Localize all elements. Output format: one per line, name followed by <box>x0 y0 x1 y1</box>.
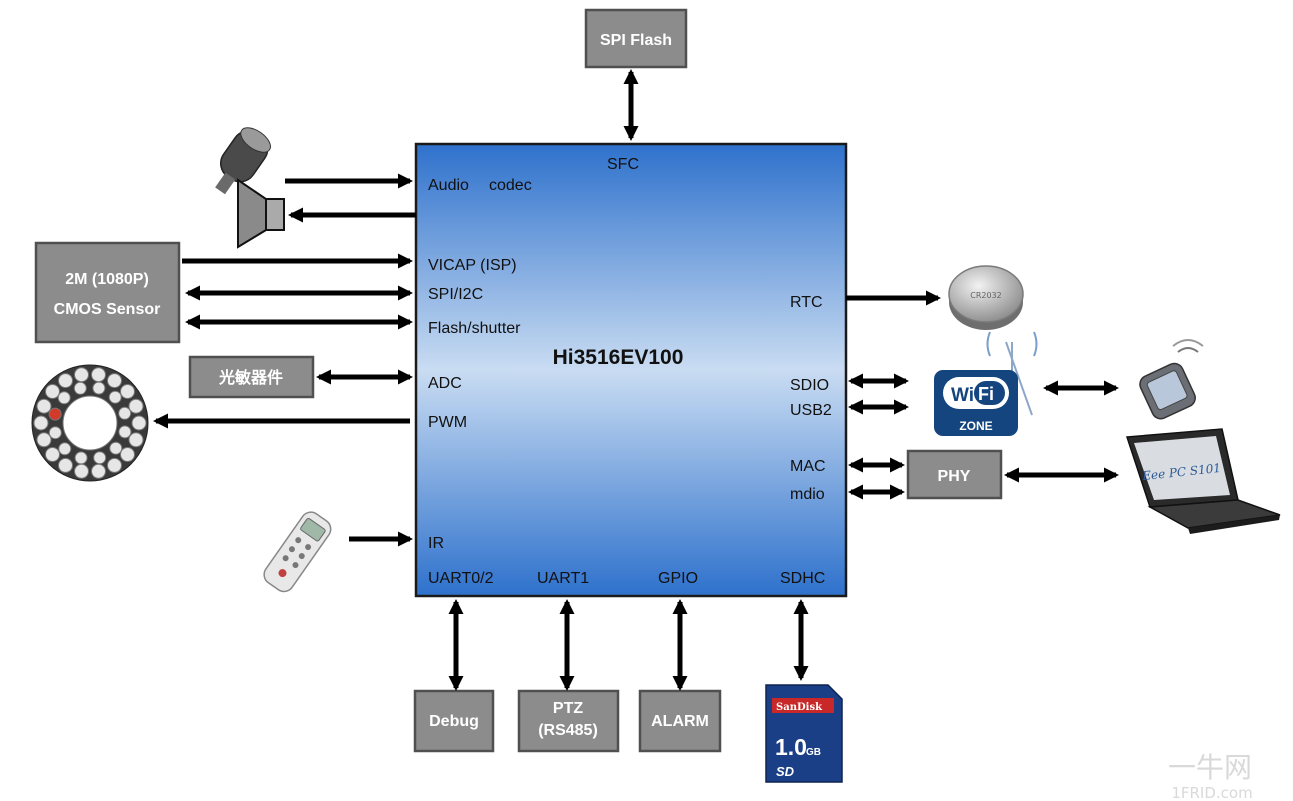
sensor-label-line2: CMOS Sensor <box>54 301 161 318</box>
port-adc: ADC <box>428 375 462 392</box>
ir-led <box>108 390 122 404</box>
alarm-label: ALARM <box>651 713 709 730</box>
battery-text: CR2032 <box>970 291 1002 300</box>
microphone-icon <box>215 127 271 195</box>
port-flash-shutter: Flash/shutter <box>428 320 521 337</box>
alarm-block: ALARM <box>638 689 722 753</box>
sensor-label-line1: 2M (1080P) <box>65 271 149 288</box>
port-pwm: PWM <box>428 414 467 431</box>
port-vicap: VICAP (ISP) <box>428 257 517 274</box>
sd-unit-text: GB <box>806 747 821 758</box>
speaker-icon <box>237 178 285 249</box>
ir-led <box>74 451 88 465</box>
port-gpio: GPIO <box>658 570 698 587</box>
photo-sensor-label: 光敏器件 <box>218 368 283 387</box>
port-uart1: UART1 <box>537 570 589 587</box>
wifi-zone-icon: Wi Fi ZONE <box>934 331 1038 436</box>
ir-led <box>45 447 60 462</box>
ir-led <box>128 398 144 414</box>
ir-led <box>92 381 106 395</box>
soc-chip <box>414 142 848 598</box>
ir-led <box>73 381 87 395</box>
ir-led <box>58 373 73 389</box>
debug-label: Debug <box>429 713 479 730</box>
debug-block: Debug <box>413 689 495 753</box>
ir-led <box>58 442 72 456</box>
ir-led <box>118 406 132 420</box>
photo-sensor-block: 光敏器件 <box>188 355 315 399</box>
wifi-wi-text: Wi <box>951 385 974 406</box>
ir-led <box>74 463 89 479</box>
ir-led <box>120 384 135 399</box>
port-ir: IR <box>428 535 444 552</box>
spi-flash-label: SPI Flash <box>600 32 672 49</box>
port-usb2: USB2 <box>790 402 832 419</box>
watermark-line2: 1FRID.com <box>1171 784 1252 801</box>
wifi-zone-text: ZONE <box>959 419 992 433</box>
ptz-label-line2: (RS485) <box>538 722 598 739</box>
ir-led-ring-icon <box>31 364 149 482</box>
port-spi-i2c: SPI/I2C <box>428 286 483 303</box>
watermark-line1: 一牛网 <box>1168 751 1252 784</box>
ir-led <box>36 398 52 414</box>
remote-control-icon <box>263 511 332 593</box>
ptz-block: PTZ (RS485) <box>517 689 620 753</box>
phy-label: PHY <box>938 468 971 485</box>
ir-led <box>33 415 49 431</box>
ir-led <box>91 367 106 383</box>
ir-led <box>48 426 62 440</box>
ir-led <box>58 457 73 473</box>
cmos-sensor-block: 2M (1080P) CMOS Sensor <box>34 241 181 344</box>
ir-led <box>109 441 123 455</box>
sd-card-icon: SanDisk 1.0 GB SD <box>765 684 843 783</box>
ir-led <box>128 432 144 448</box>
port-mac: MAC <box>790 458 826 475</box>
port-audio: Audio <box>428 177 469 194</box>
port-mdio: mdio <box>790 486 825 503</box>
coin-battery-icon: CR2032 <box>948 265 1024 330</box>
wifi-fi-text: Fi <box>978 384 994 404</box>
phy-block: PHY <box>906 449 1003 500</box>
port-sdio: SDIO <box>790 377 829 394</box>
ir-led <box>48 407 62 421</box>
ir-led <box>91 463 106 479</box>
ir-led <box>36 432 52 448</box>
port-sfc: SFC <box>607 156 639 173</box>
port-uart02: UART0/2 <box>428 570 494 587</box>
ir-led <box>93 451 107 465</box>
pda-device-icon <box>1139 339 1204 420</box>
ir-led <box>120 447 135 462</box>
ir-led <box>74 367 89 383</box>
sd-brand-text: SanDisk <box>776 702 823 713</box>
laptop-icon: Eee PC S101 <box>1125 428 1281 534</box>
spi-flash-block: SPI Flash <box>584 8 688 69</box>
ir-led <box>107 457 122 473</box>
sd-capacity-text: 1.0 <box>775 734 807 760</box>
port-codec: codec <box>489 177 532 194</box>
ptz-label-line1: PTZ <box>553 700 583 717</box>
ir-led <box>107 373 122 389</box>
port-sdhc: SDHC <box>780 570 825 587</box>
port-rtc: RTC <box>790 294 823 311</box>
ir-led <box>118 425 132 439</box>
ir-led <box>45 384 60 399</box>
ir-led <box>131 415 147 431</box>
chip-name: Hi3516EV100 <box>553 346 684 369</box>
sd-logo-text: SD <box>776 764 795 779</box>
ir-led <box>57 391 71 405</box>
